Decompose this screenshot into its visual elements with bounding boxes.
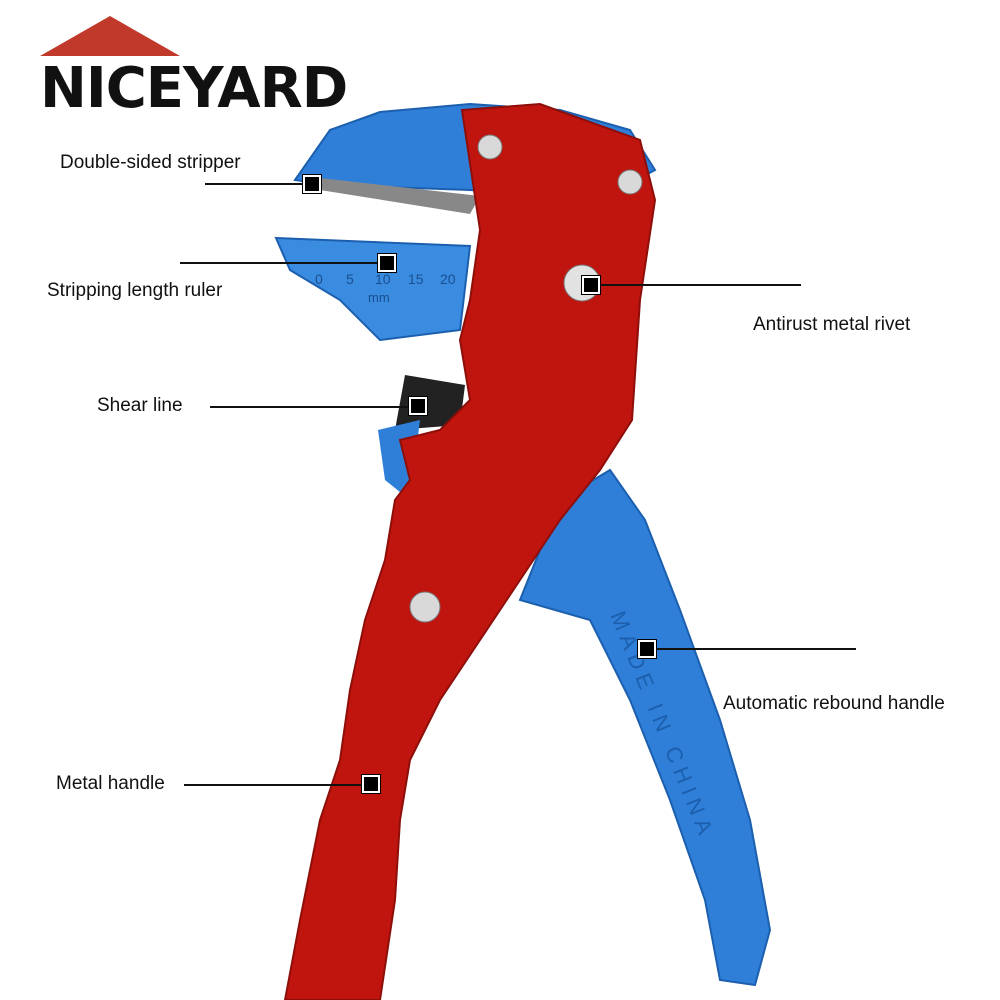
- shear-blade: [395, 375, 465, 430]
- leader-line: [654, 648, 856, 650]
- ruler-mark: 0: [315, 271, 323, 287]
- callout-antirust-metal-rivet: Antirust metal rivet: [753, 314, 911, 335]
- leader-line: [598, 284, 801, 286]
- rivet-right: [617, 169, 643, 195]
- marker-square-icon: [364, 777, 378, 791]
- logo-roof-icon: [40, 16, 180, 56]
- ruler-mark: 10: [375, 271, 391, 287]
- marker-square-icon: [305, 177, 319, 191]
- leader-line: [210, 406, 410, 408]
- stripper-blade: [320, 178, 480, 214]
- rivet-center: [563, 264, 601, 302]
- leader-line: [184, 784, 364, 786]
- rivet-top: [477, 134, 503, 160]
- ruler-mark: 15: [408, 271, 424, 287]
- callout-metal-handle: Metal handle: [56, 773, 165, 794]
- marker-square-icon: [640, 642, 654, 656]
- brand-name: NICEYARD: [40, 56, 348, 121]
- ruler-unit: mm: [368, 290, 390, 305]
- rebound-handle: [518, 468, 772, 987]
- callout-shear-line: Shear line: [97, 395, 183, 416]
- marker-square-icon: [584, 278, 598, 292]
- leader-line: [180, 262, 380, 264]
- rivet-lower: [409, 591, 441, 623]
- marker-square-icon: [411, 399, 425, 413]
- ruler-mark: 20: [440, 271, 456, 287]
- callout-automatic-rebound-handle: Automatic rebound handle: [723, 693, 945, 714]
- ruler-jaw: [274, 236, 472, 342]
- callout-double-sided-stripper: Double-sided stripper: [60, 152, 241, 173]
- metal-body: [283, 102, 657, 1000]
- callout-stripping-length-ruler: Stripping length ruler: [47, 280, 223, 301]
- leader-line: [205, 183, 305, 185]
- ruler-mark: 5: [346, 271, 354, 287]
- brand-logo: NICEYARD: [36, 14, 348, 121]
- marker-square-icon: [380, 256, 394, 270]
